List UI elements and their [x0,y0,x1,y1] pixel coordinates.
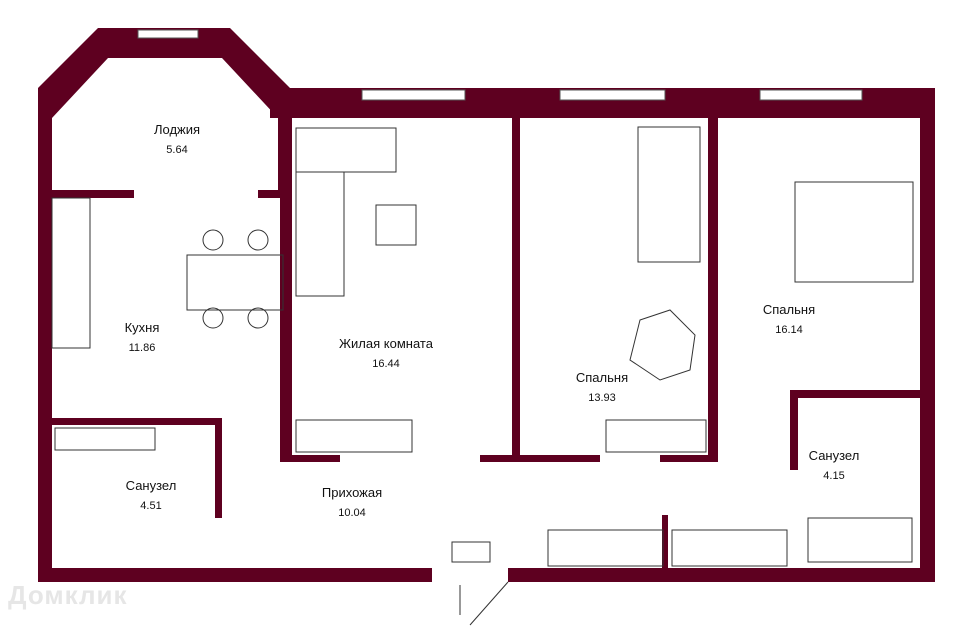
room-area: 13.93 [588,392,616,404]
room-label-bedroom-2: Спальня 16.14 [763,302,815,338]
room-area: 5.64 [166,144,188,156]
room-area: 10.04 [338,507,366,519]
room-label-bathroom-2: Санузел 4.15 [809,448,860,484]
walls [38,28,935,582]
room-area: 16.44 [372,358,400,370]
room-name: Спальня [575,370,629,385]
room-name: Прихожая [321,485,383,500]
room-area: 4.15 [823,470,845,482]
furniture [51,126,914,626]
room-name: Спальня [762,302,816,317]
room-label-kitchen: Кухня 11.86 [125,320,160,356]
room-label-hallway: Прихожая 10.04 [322,485,382,521]
room-name: Санузел [808,448,860,463]
room-label-bedroom-1: Спальня 13.93 [576,370,628,406]
room-name: Жилая комната [339,336,433,351]
windows [137,29,863,101]
room-area: 16.14 [775,324,803,336]
room-area: 11.86 [128,342,156,354]
room-name: Кухня [124,320,160,335]
room-label-bathroom-1: Санузел 4.51 [126,478,177,514]
room-label-loggia: Лоджия 5.64 [154,122,200,158]
room-name: Лоджия [153,122,201,137]
watermark: Домклик [8,580,128,610]
room-area: 4.51 [140,500,162,512]
room-label-living-room: Жилая комната 16.44 [339,336,433,372]
room-name: Санузел [125,478,177,493]
